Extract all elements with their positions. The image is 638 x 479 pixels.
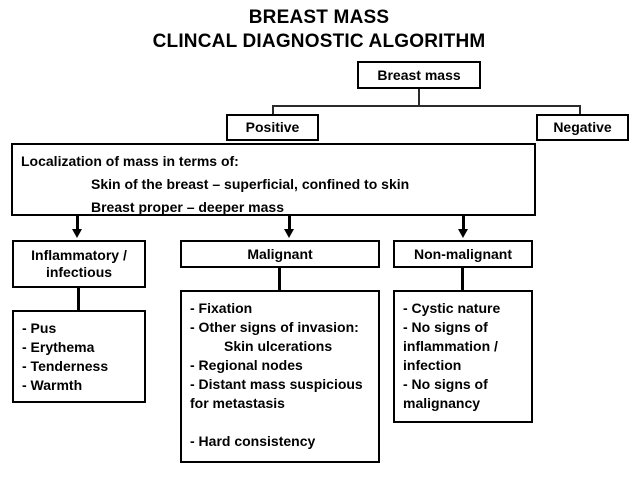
connector-root-bus (272, 105, 581, 107)
node-non-malignant[interactable]: Non-malignant (393, 240, 533, 268)
list-item: - Cystic nature (403, 300, 501, 316)
node-inflammatory-label-line-1: Inflammatory / (31, 247, 127, 263)
node-inflammatory-label-line-2: infectious (45, 264, 113, 280)
list-item: - Regional nodes (190, 357, 303, 373)
localization-item-2: Breast proper – deeper mass (91, 199, 284, 215)
node-non-malignant-label: Non-malignant (414, 245, 512, 262)
list-item: - Warmth (22, 377, 83, 393)
connector-root-stem (418, 89, 420, 106)
list-item: for metastasis (190, 395, 285, 411)
localization-item-1: Skin of the breast – superficial, confin… (91, 176, 410, 192)
node-negative[interactable]: Negative (536, 114, 629, 141)
node-positive[interactable]: Positive (226, 114, 319, 141)
connector-localization-to-inflammatory (76, 216, 79, 231)
node-positive-label: Positive (245, 119, 300, 135)
node-breast-mass[interactable]: Breast mass (357, 61, 481, 89)
list-item-spacer (190, 413, 371, 432)
arrowhead-non-malignant-icon (458, 229, 468, 238)
connector-to-negative (579, 105, 581, 115)
list-item: - No signs of (403, 319, 488, 335)
list-item: infection (403, 357, 462, 373)
list-item: malignancy (403, 395, 481, 411)
list-item: - No signs of (403, 376, 488, 392)
arrowhead-malignant-icon (284, 229, 294, 238)
chart-title: BREAST MASS CLINCAL DIAGNOSTIC ALGORITHM (0, 6, 638, 54)
node-malignant[interactable]: Malignant (180, 240, 380, 268)
connector-localization-to-malignant (288, 216, 291, 231)
localization-heading: Localization of mass in terms of: (21, 153, 239, 169)
node-malignant-label: Malignant (247, 245, 313, 262)
list-item: - Fixation (190, 300, 253, 316)
connector-malignant-to-details (278, 268, 281, 290)
list-item: - Other signs of invasion: (190, 319, 359, 335)
connector-inflammatory-to-details (77, 288, 80, 310)
list-item: - Pus (22, 320, 57, 336)
list-item: - Erythema (22, 339, 95, 355)
title-line-2: CLINCAL DIAGNOSTIC ALGORITHM (152, 31, 486, 52)
node-localization[interactable]: Localization of mass in terms of: Skin o… (11, 143, 536, 216)
details-inflammatory[interactable]: - Pus - Erythema - Tenderness - Warmth (12, 310, 146, 403)
arrowhead-inflammatory-icon (72, 229, 82, 238)
connector-non-malignant-to-details (461, 268, 464, 290)
list-item: - Distant mass suspicious (190, 376, 363, 392)
node-negative-label: Negative (553, 119, 612, 135)
node-breast-mass-label: Breast mass (377, 66, 461, 83)
connector-localization-to-non-malignant (462, 216, 465, 231)
details-malignant[interactable]: - Fixation - Other signs of invasion: Sk… (180, 290, 380, 463)
connector-to-positive (272, 105, 274, 115)
list-item: inflammation / (403, 338, 498, 354)
list-item: - Hard consistency (190, 433, 316, 449)
list-item: - Tenderness (22, 358, 109, 374)
node-inflammatory[interactable]: Inflammatory / infectious (12, 240, 146, 288)
list-item: Skin ulcerations (224, 338, 333, 354)
details-non-malignant[interactable]: - Cystic nature - No signs of inflammati… (393, 290, 533, 423)
title-line-1: BREAST MASS (248, 7, 390, 28)
